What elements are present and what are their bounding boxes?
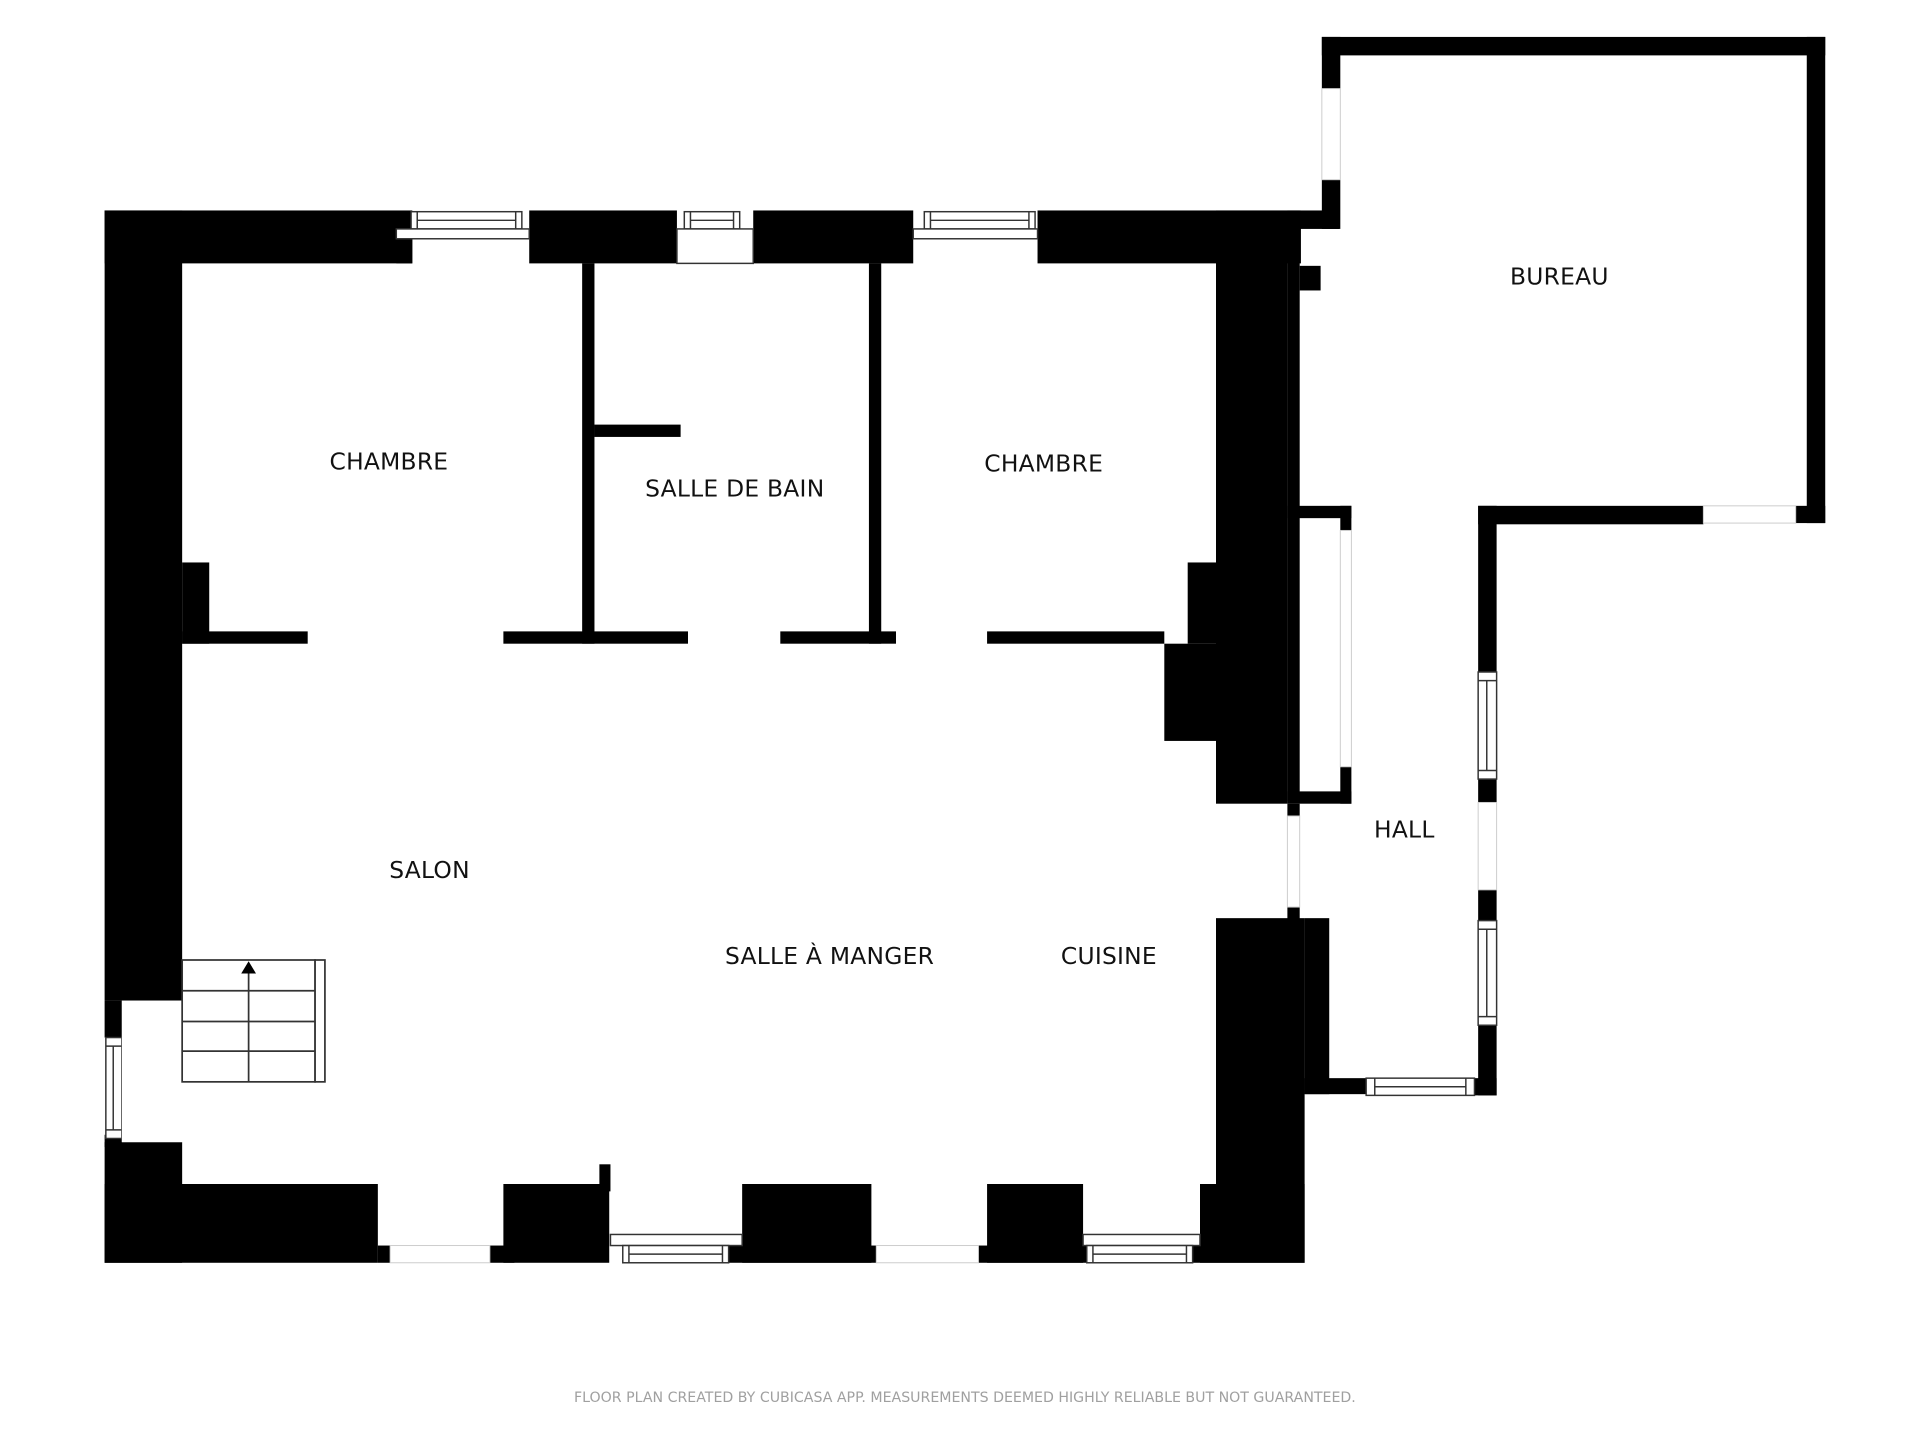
room-label-chambre-2: CHAMBRE (984, 450, 1103, 478)
room-labels: CHAMBRE SALLE DE BAIN CHAMBRE BUREAU SAL… (330, 263, 1609, 970)
room-label-hall: HALL (1374, 815, 1435, 843)
room-label-chambre-1: CHAMBRE (330, 447, 449, 475)
walls (104, 210, 1367, 1263)
door-openings (389, 88, 1797, 1264)
stairs (181, 959, 326, 1083)
bureau-walls (1321, 36, 1826, 1096)
room-label-cuisine: CUISINE (1061, 942, 1157, 970)
windows (105, 210, 1498, 1264)
footer-disclaimer: FLOOR PLAN CREATED BY CUBICASA APP. MEAS… (574, 1390, 1356, 1406)
room-label-bureau: BUREAU (1510, 263, 1609, 291)
room-label-salle-de-bain: SALLE DE BAIN (645, 474, 824, 502)
room-label-salle-a-manger: SALLE À MANGER (725, 942, 934, 970)
stairs-up-arrow-icon (241, 961, 256, 974)
room-label-salon: SALON (389, 856, 470, 884)
